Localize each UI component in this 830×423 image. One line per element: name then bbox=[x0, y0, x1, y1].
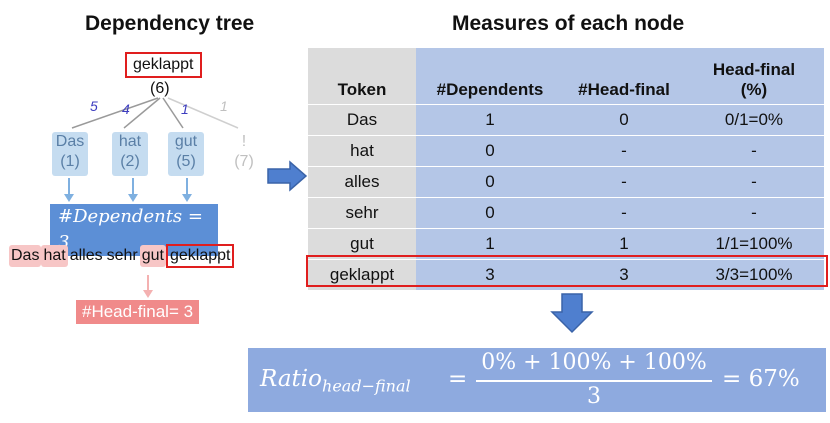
cell-deps: 0 bbox=[416, 166, 564, 198]
cell-deps: 0 bbox=[416, 135, 564, 167]
cell-hf: - bbox=[564, 197, 684, 229]
word-gut: gut bbox=[139, 245, 166, 267]
dependent-hat: hat (2) bbox=[112, 132, 148, 176]
cell-pct: 0/1=0% bbox=[684, 104, 824, 136]
arc-label-gut: 1 bbox=[181, 101, 189, 117]
cell-pct: 1/1=100% bbox=[684, 228, 824, 260]
cell-hf: - bbox=[564, 135, 684, 167]
cell-hf: 1 bbox=[564, 228, 684, 260]
cell-hf: 0 bbox=[564, 104, 684, 136]
table-row: alles 0 - - bbox=[308, 166, 824, 198]
dependent-word: Das bbox=[55, 133, 85, 150]
formula-lhs-sub: head−final bbox=[322, 376, 411, 396]
arrow-right-icon bbox=[267, 160, 308, 192]
dependent-word: ! bbox=[241, 133, 247, 150]
formula-equals: = bbox=[448, 366, 468, 392]
cell-token: Das bbox=[308, 104, 416, 136]
root-token-box: geklappt bbox=[125, 52, 202, 78]
formula-result: = 67% bbox=[722, 366, 800, 392]
dependent-index: (5) bbox=[176, 153, 196, 170]
word-das: Das bbox=[9, 245, 42, 267]
cell-token: alles bbox=[308, 166, 416, 198]
formula-lhs: Ratiohead−final bbox=[260, 366, 411, 396]
dependent-ghost: ! (7) bbox=[226, 132, 262, 176]
word-hat: hat bbox=[41, 245, 68, 267]
formula-numerator: 0% + 100% + 100% bbox=[481, 350, 707, 375]
dependent-index: (2) bbox=[120, 153, 140, 170]
header-line-1: Head-final bbox=[712, 60, 796, 79]
root-index: (6) bbox=[150, 80, 170, 97]
arc-das bbox=[71, 97, 159, 129]
arrow-down-icon bbox=[550, 293, 594, 334]
formula-denominator: 3 bbox=[587, 384, 601, 409]
dependent-word: hat bbox=[118, 133, 142, 150]
cell-token: hat bbox=[308, 135, 416, 167]
arc-label-ghost: 1 bbox=[220, 98, 228, 114]
cell-deps: 0 bbox=[416, 197, 564, 229]
formula-lhs-main: Ratio bbox=[260, 366, 323, 392]
arc-ghost bbox=[167, 97, 239, 129]
tree-arcs bbox=[64, 97, 239, 298]
arc-hat bbox=[123, 97, 161, 129]
cell-hf: - bbox=[564, 166, 684, 198]
measures-title: Measures of each node bbox=[452, 12, 685, 35]
dependent-index: (1) bbox=[60, 153, 80, 170]
header-dependents: #Dependents bbox=[416, 48, 564, 105]
dependents-count-bar: #Dependents = 3 bbox=[50, 204, 218, 256]
word-geklappt: geklappt bbox=[165, 244, 235, 268]
word-alles: alles bbox=[69, 247, 103, 264]
head-final-count-bar: #Head-final= 3 bbox=[76, 300, 200, 324]
dependent-gut: gut (5) bbox=[168, 132, 204, 176]
arc-label-das: 5 bbox=[90, 98, 98, 114]
header-head-final: #Head-final bbox=[564, 48, 684, 105]
cell-deps: 1 bbox=[416, 228, 564, 260]
table-row: hat 0 - - bbox=[308, 135, 824, 167]
cell-pct: - bbox=[684, 197, 824, 229]
arc-gut bbox=[162, 97, 184, 129]
cell-pct: - bbox=[684, 166, 824, 198]
table-header-row: Token #Dependents #Head-final Head-final… bbox=[308, 48, 824, 105]
row-highlight-box bbox=[306, 255, 828, 287]
dependent-das: Das (1) bbox=[52, 132, 88, 176]
arc-label-hat: 4 bbox=[122, 101, 130, 117]
dependent-index: (7) bbox=[234, 153, 254, 170]
table-row: sehr 0 - - bbox=[308, 197, 824, 229]
cell-token: gut bbox=[308, 228, 416, 260]
table-row: Das 1 0 0/1=0% bbox=[308, 104, 824, 136]
table-row: gut 1 1 1/1=100% bbox=[308, 228, 824, 260]
ratio-formula: Ratiohead−final = 0% + 100% + 100% 3 = 6… bbox=[248, 348, 826, 412]
cell-token: sehr bbox=[308, 197, 416, 229]
header-head-final-pct: Head-final (%) bbox=[684, 48, 824, 105]
fraction-bar bbox=[476, 380, 712, 382]
cell-deps: 1 bbox=[416, 104, 564, 136]
dependent-word: gut bbox=[174, 133, 198, 150]
header-line-2: (%) bbox=[740, 80, 768, 99]
dependency-tree-title: Dependency tree bbox=[85, 12, 255, 35]
cell-pct: - bbox=[684, 135, 824, 167]
header-token: Token bbox=[308, 48, 416, 105]
word-sehr: sehr bbox=[106, 247, 138, 264]
